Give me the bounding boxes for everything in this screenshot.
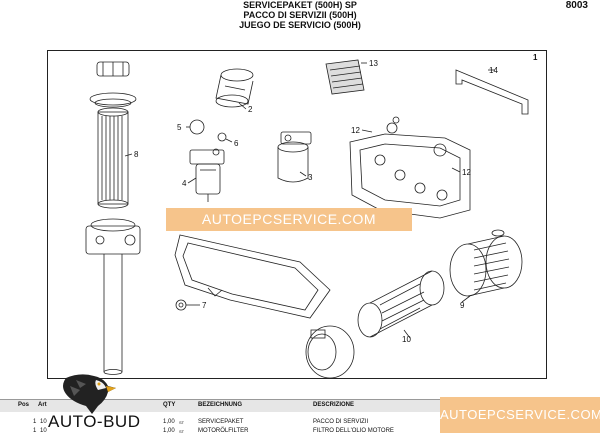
callout-14: 14 [489, 66, 498, 75]
callout-4: 4 [182, 179, 187, 188]
part-8-oil-filter-cartridge [85, 61, 141, 375]
row-unit: ST [179, 420, 185, 425]
row-unit: ST [179, 429, 185, 434]
logo-text: AUTO-BUD [48, 412, 141, 431]
row-art: 10 [40, 419, 47, 425]
eagle-icon [63, 374, 116, 414]
title-italian: PACCO DI SERVIZII (500H) [243, 10, 357, 20]
diagram-corner-mark: 1 [533, 53, 538, 62]
callout-7: 7 [202, 301, 207, 310]
part-10-secondary-air-filter [357, 270, 445, 338]
part-13-panel-filter [325, 59, 365, 95]
callout-8: 8 [134, 150, 139, 159]
diagram-frame [47, 50, 547, 379]
page-number: 8003 [565, 0, 588, 11]
callout-5: 5 [177, 123, 182, 132]
row-pos: 1 [33, 428, 37, 434]
callout-9: 9 [460, 301, 465, 310]
callout-12-right: 12 [462, 168, 471, 177]
header-art: Art [38, 402, 47, 408]
part-12-cylinder-head-cover [349, 116, 471, 219]
callout-12-upper: 12 [351, 126, 360, 135]
table-row[interactable]: 1 10 1,00 ST SERVICEPAKET PACCO DI SERVI… [0, 418, 440, 428]
air-filter-cap [305, 325, 355, 379]
header-bezeichnung: BEZEICHNUNG [198, 402, 243, 408]
part-2-engine-oil-filter [215, 68, 254, 108]
auto-bud-logo: AUTO-BUD [46, 372, 142, 438]
row-art: 10 [40, 428, 47, 434]
title-german: SERVICEPAKET (500H) SP [243, 0, 357, 10]
row-pos: 1 [33, 419, 37, 425]
part-4-fuel-prefilter [189, 119, 227, 202]
part-14-bracket [455, 69, 529, 115]
part-9-air-filter-element [449, 229, 523, 297]
header-qty: QTY [163, 402, 176, 408]
table-row[interactable]: 1 10 1,00 ST MOTORÖLFILTER FILTRO DELL'O… [0, 427, 440, 437]
header-pos: Pos [18, 402, 30, 408]
row-descrizione: PACCO DI SERVIZII [313, 419, 369, 425]
title-spanish: JUEGO DE SERVICIO (500H) [239, 20, 361, 30]
parts-table-header: Pos Art QTY BEZEICHNUNG DESCRIZIONE [0, 399, 440, 412]
row-qty: 1,00 [163, 428, 175, 434]
oil-pan [174, 234, 331, 319]
part-3-fuel-filter [277, 131, 312, 183]
callout-6: 6 [234, 139, 239, 148]
watermark-center: AUTOEPCSERVICE.COM [166, 208, 412, 231]
header-descrizione: DESCRIZIONE [313, 402, 355, 408]
part-7-drain-plug [175, 299, 187, 311]
row-bezeichnung: SERVICEPAKET [198, 419, 244, 425]
row-qty: 1,00 [163, 419, 175, 425]
row-descrizione: FILTRO DELL'OLIO MOTORE [313, 428, 394, 434]
watermark-corner: AUTOEPCSERVICE.COM [440, 397, 600, 433]
callout-10: 10 [402, 335, 411, 344]
row-bezeichnung: MOTORÖLFILTER [198, 428, 249, 434]
callout-13: 13 [369, 59, 378, 68]
callout-3: 3 [308, 173, 313, 182]
callout-2: 2 [248, 105, 253, 114]
